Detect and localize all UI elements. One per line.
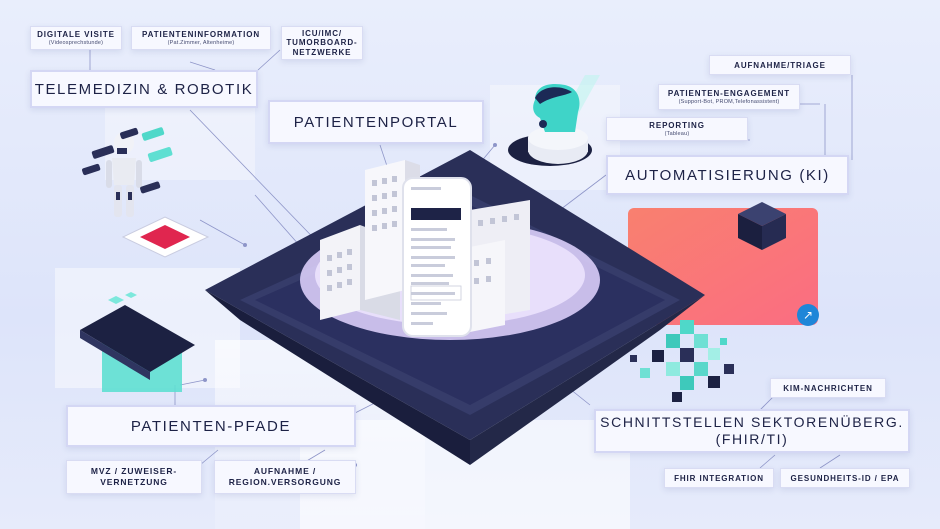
- label-subtext: (Support-Bot, PROM,Telefonassistent): [678, 99, 780, 105]
- label-text: KIM-NACHRICHTEN: [783, 383, 873, 393]
- label-patienten-pfade: PATIENTEN-PFADE: [66, 405, 356, 447]
- label-text: DIGITALE VISITE: [37, 30, 115, 39]
- label-patientenportal: PATIENTENPORTAL: [268, 100, 484, 144]
- label-text: PATIENTEN-PFADE: [130, 417, 292, 435]
- label-subtext: (Pat.Zimmer, Altenheime): [167, 40, 235, 46]
- label-icu-netzwerke: ICU/IMC/ TUMORBOARD- NETZWERKE: [281, 26, 363, 60]
- label-digitale-visite: DIGITALE VISITE (Videosprechstunde): [30, 26, 122, 50]
- head-bust: [508, 75, 600, 166]
- arrow-up-right-icon[interactable]: ↗: [797, 304, 819, 326]
- keypad-device: [80, 292, 195, 392]
- label-gesundheits-id: GESUNDHEITS-ID / EPA: [780, 468, 910, 488]
- label-text: AUFNAHME/TRIAGE: [734, 60, 826, 70]
- cube-cluster: [630, 320, 734, 402]
- label-text: GESUNDHEITS-ID / EPA: [790, 473, 900, 483]
- pressure-pad: [121, 216, 210, 258]
- label-kim-nachrichten: KIM-NACHRICHTEN: [770, 378, 886, 398]
- label-subtext: (Tableau): [664, 131, 690, 137]
- label-text-line2: TUMORBOARD-: [286, 38, 358, 48]
- label-text-line1: MVZ / ZUWEISER-: [90, 465, 178, 476]
- label-aufnahme-region: AUFNAHME / REGION.VERSORGUNG: [214, 460, 356, 494]
- label-text-line2: REGION.VERSORGUNG: [228, 477, 342, 487]
- label-text-line2: VERNETZUNG: [100, 477, 168, 487]
- navy-cube: [738, 202, 786, 250]
- label-text-line1: AUFNAHME /: [253, 465, 317, 476]
- label-patienten-engagement: PATIENTEN-ENGAGEMENT (Support-Bot, PROM,…: [658, 84, 800, 110]
- label-subtext: (Videosprechstunde): [48, 40, 104, 46]
- label-automatisierung-ki: AUTOMATISIERUNG (KI): [606, 155, 849, 195]
- label-text: AUTOMATISIERUNG (KI): [625, 166, 830, 184]
- label-text: PATIENTEN-ENGAGEMENT: [667, 89, 791, 98]
- smartphone: [402, 177, 472, 337]
- label-schnittstellen: SCHNITTSTELLEN SEKTORENÜBERG. (FHIR/TI): [594, 409, 910, 453]
- label-text: REPORTING: [649, 121, 705, 130]
- robot: [106, 132, 142, 217]
- label-fhir-integration: FHIR INTEGRATION: [664, 468, 774, 488]
- floating-tiles: [82, 127, 173, 194]
- label-text: PATIENTENPORTAL: [293, 113, 459, 131]
- label-text: FHIR INTEGRATION: [674, 473, 764, 483]
- label-text-line2: (FHIR/TI): [715, 431, 789, 447]
- label-text-line1: ICU/IMC/: [301, 29, 343, 39]
- label-mvz-zuweiser: MVZ / ZUWEISER- VERNETZUNG: [66, 460, 202, 494]
- label-text-line3: NETZWERKE: [292, 47, 352, 57]
- label-text: TELEMEDIZIN & ROBOTIK: [34, 80, 254, 98]
- label-telemedizin-robotik: TELEMEDIZIN & ROBOTIK: [30, 70, 258, 108]
- label-text-line1: SCHNITTSTELLEN SEKTORENÜBERG.: [600, 414, 904, 431]
- label-text: PATIENTENINFORMATION: [142, 30, 260, 39]
- label-reporting: REPORTING (Tableau): [606, 117, 748, 141]
- label-aufnahme-triage: AUFNAHME/TRIAGE: [709, 55, 851, 75]
- label-patienteninformation: PATIENTENINFORMATION (Pat.Zimmer, Altenh…: [131, 26, 271, 50]
